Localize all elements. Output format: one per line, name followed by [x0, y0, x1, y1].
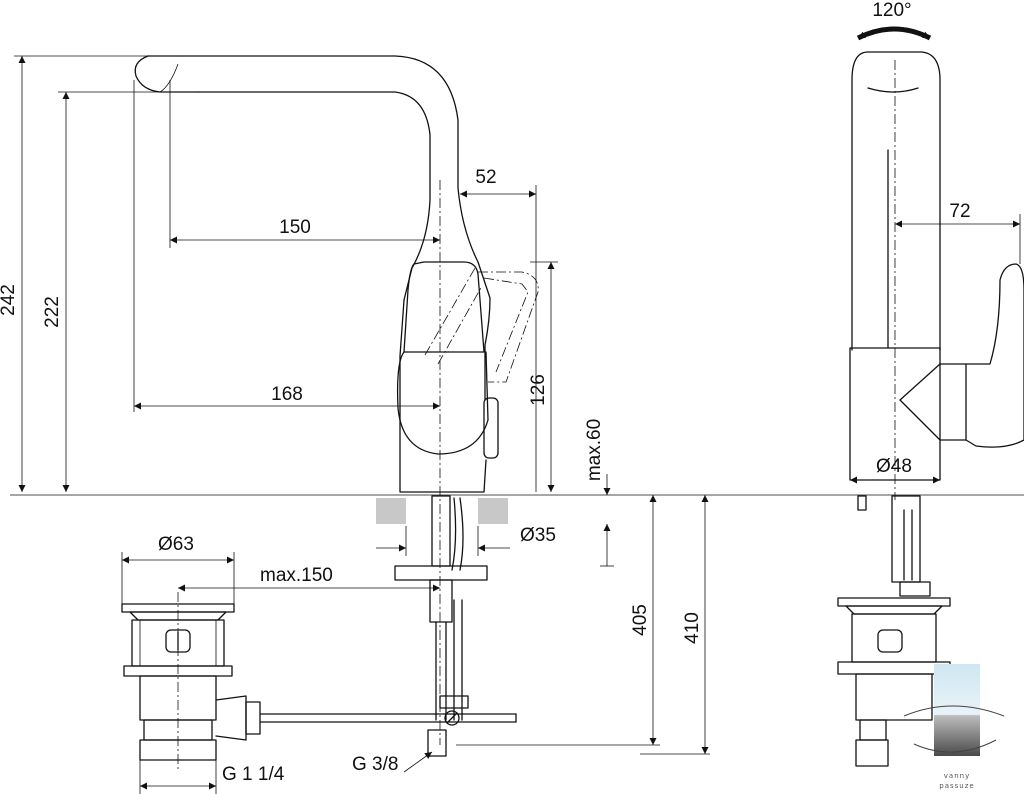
dim-max150: max.150	[260, 565, 333, 586]
side-faucet	[837, 51, 1024, 767]
watermark-line1: vanny	[944, 772, 970, 780]
dim-g38: G 3/8	[352, 754, 398, 775]
dim-g114: G 1 1/4	[222, 764, 285, 785]
front-body	[399, 299, 487, 493]
deck-right	[478, 498, 508, 524]
swivel-arrow	[856, 26, 932, 41]
dim-dia35: Ø35	[520, 525, 556, 546]
watermark-line2: passuze	[939, 782, 974, 790]
side-lever	[899, 363, 967, 441]
dim-168: 168	[271, 384, 303, 405]
side-spout	[851, 51, 941, 351]
front-spout-inner	[197, 91, 431, 301]
dim-405: 405	[630, 604, 651, 636]
dim-120deg: 120°	[872, 0, 911, 21]
dim-126: 126	[528, 374, 549, 406]
dimension-lines	[14, 26, 1021, 794]
watermark-logo: vanny passuze	[903, 664, 1005, 790]
dim-72: 72	[949, 201, 970, 222]
dimension-labels: 242 222 150 52 168 126 max.60 Ø35 405 41…	[0, 0, 971, 785]
dim-dia48: Ø48	[876, 456, 912, 477]
dim-242: 242	[0, 284, 19, 316]
front-spout	[147, 55, 491, 401]
waste-assembly	[121, 592, 517, 770]
dim-222: 222	[42, 296, 63, 328]
dim-dia63: Ø63	[158, 534, 194, 555]
dim-max60: max.60	[584, 419, 605, 481]
dim-52: 52	[475, 167, 496, 188]
front-lever	[403, 261, 485, 353]
dim-410: 410	[682, 612, 703, 644]
front-faucet	[10, 55, 1024, 757]
spout-tip	[134, 55, 199, 93]
dim-150: 150	[279, 217, 311, 238]
deck-left	[376, 498, 406, 524]
